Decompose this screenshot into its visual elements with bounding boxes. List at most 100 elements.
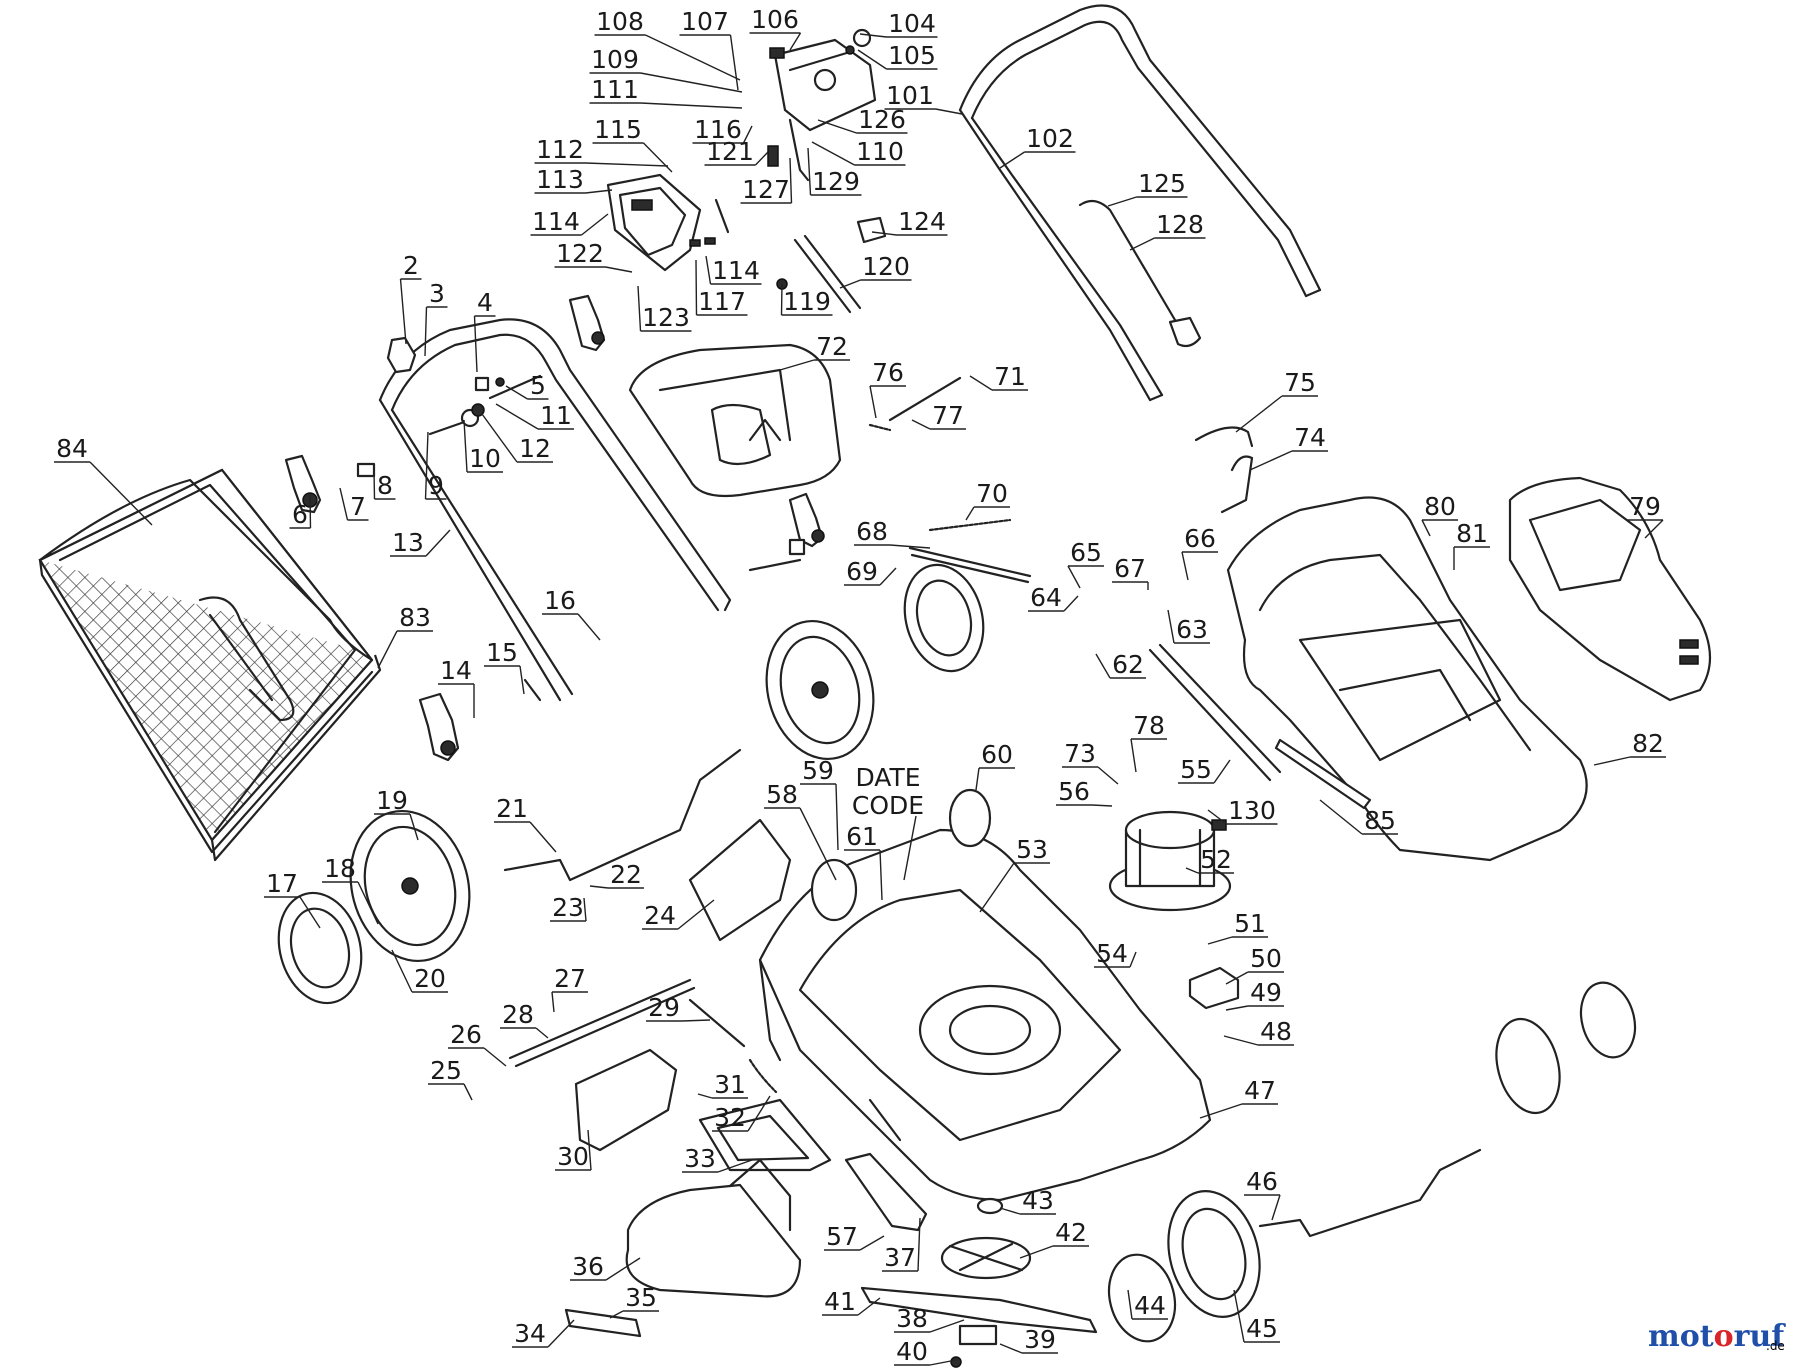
leader-line-15 (484, 665, 525, 695)
part-label-27: 27 (554, 964, 586, 993)
leader-line-128 (1129, 237, 1206, 251)
leader-line-12 (481, 413, 553, 463)
rear-flap (625, 1098, 832, 1298)
leader-line-18 (322, 881, 379, 925)
leader-line-34 (512, 1319, 575, 1348)
part-label-77: 77 (932, 401, 964, 430)
part-label-82: 82 (1632, 729, 1664, 758)
leader-line-51 (1207, 936, 1268, 945)
part-label-26: 26 (450, 1020, 482, 1049)
part-label-120: 120 (862, 252, 910, 281)
leader-line-71 (969, 375, 1028, 391)
leader-line-101 (884, 108, 963, 115)
leader-line-81 (1453, 546, 1490, 570)
leader-line-29 (646, 1019, 711, 1022)
part-label-65: 65 (1070, 538, 1102, 567)
part-label-49: 49 (1250, 978, 1282, 1007)
leader-line-49 (1225, 1005, 1284, 1011)
leader-line-119 (780, 283, 833, 316)
leader-line-114 (705, 255, 762, 285)
leader-line-2 (399, 278, 422, 345)
leader-line-79 (1627, 519, 1664, 539)
leader-line-82 (1593, 756, 1666, 766)
part-label-68: 68 (856, 517, 888, 546)
watermark-letter: f (1771, 1319, 1786, 1354)
part-label-84: 84 (56, 434, 88, 463)
leader-line-106 (749, 32, 802, 51)
side-deflector (574, 1048, 678, 1152)
part-label-57: 57 (826, 1222, 858, 1251)
part-label-50: 50 (1250, 944, 1282, 973)
leader-line-68 (854, 544, 931, 549)
part-label-129: 129 (812, 167, 860, 196)
leader-line-6 (289, 493, 312, 529)
leader-line-10 (463, 419, 503, 473)
front-parts (688, 788, 992, 942)
part-label-128: 128 (1156, 210, 1204, 239)
part-label-104: 104 (888, 9, 936, 38)
watermark-letter: r (1734, 1319, 1751, 1354)
part-label-52: 52 (1200, 845, 1232, 874)
leader-line-50 (1225, 971, 1284, 985)
leader-line-39 (999, 1343, 1058, 1354)
part-label-40: 40 (896, 1337, 928, 1366)
leader-line-65 (1067, 565, 1104, 589)
part-label-33: 33 (684, 1144, 716, 1173)
part-label-38: 38 (896, 1304, 928, 1333)
leader-line-73 (1062, 766, 1119, 785)
part-label-110: 110 (856, 137, 904, 166)
part-label-6: 6 (292, 500, 308, 529)
part-label-5: 5 (530, 371, 546, 400)
part-label-46: 46 (1246, 1167, 1278, 1196)
leader-line-55 (1178, 759, 1231, 784)
leader-line-53 (979, 862, 1050, 913)
leader-line-75 (1235, 395, 1318, 433)
leader-line-32 (712, 1095, 771, 1132)
leader-line-24 (642, 899, 715, 930)
leader-line-108 (594, 34, 741, 81)
leader-line-62 (1095, 653, 1146, 679)
leader-line-5 (505, 385, 549, 400)
part-label-9: 9 (428, 471, 444, 500)
leader-line-84 (54, 461, 153, 526)
part-label-14: 14 (440, 656, 472, 685)
leader-line-126 (817, 119, 908, 134)
leader-line-36 (570, 1257, 641, 1281)
height-adjust-rod (508, 978, 778, 1094)
leader-line-45 (1233, 1289, 1280, 1343)
leader-line-54 (1094, 951, 1137, 968)
part-label-54: 54 (1096, 939, 1128, 968)
leader-lines (54, 32, 1666, 1366)
leader-line-43 (999, 1207, 1056, 1215)
leader-line-33 (682, 1159, 753, 1173)
leader-line-80 (1421, 519, 1458, 537)
leader-line-105 (857, 49, 938, 70)
part-label-114: 114 (532, 207, 580, 236)
part-label-81: 81 (1456, 519, 1488, 548)
part-label-124: 124 (898, 207, 946, 236)
leader-line-58 (764, 807, 837, 881)
part-label-36: 36 (572, 1252, 604, 1281)
part-label-60: 60 (981, 740, 1013, 769)
part-label-24: 24 (644, 901, 676, 930)
grass-bag (38, 468, 382, 862)
part-label-106: 106 (751, 5, 799, 34)
part-label-41: 41 (824, 1287, 856, 1316)
leader-line-3 (424, 306, 448, 357)
leader-line-30 (555, 1129, 592, 1171)
clip-parts (1194, 426, 1254, 514)
part-label-45: 45 (1246, 1314, 1278, 1343)
leader-line-52 (1185, 867, 1234, 874)
leader-line-37 (882, 1217, 921, 1272)
part-label-101: 101 (886, 81, 934, 110)
leader-line-41 (822, 1297, 881, 1316)
leader-line-7 (339, 487, 369, 521)
part-label-75: 75 (1284, 368, 1316, 397)
part-label-107: 107 (681, 7, 729, 36)
leader-line-69 (844, 567, 897, 586)
part-label-48: 48 (1260, 1017, 1292, 1046)
leader-line-117 (695, 259, 748, 316)
